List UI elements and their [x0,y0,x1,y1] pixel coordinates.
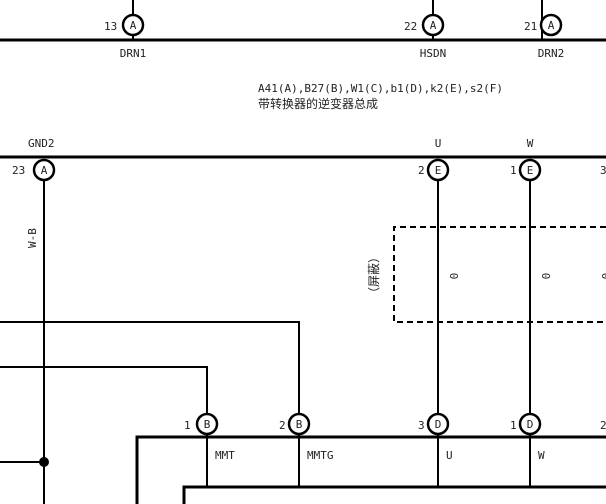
connector-letter: A [548,19,555,32]
bottom-connector-d1: 1 D [510,412,542,436]
signal-w-top: W [527,137,534,150]
shield-box [393,226,606,323]
signal-gnd2: GND2 [28,137,55,150]
connector-letter: A [41,164,48,177]
pin-number: 1 [184,419,191,432]
pin-number: 3 [418,419,425,432]
bottom-connector-d3: 3 D [418,412,450,436]
shield-value-w: 0 [540,273,553,280]
signal-mmtg: MMTG [307,449,334,462]
signal-u-bottom: U [446,449,453,462]
signal-w-bottom: W [538,449,545,462]
signal-u-top: U [435,137,442,150]
component-name: 带转换器的逆变器总成 [258,96,378,111]
pin-number: 1 [510,419,517,432]
bottom-connector-b1: 1 B [184,412,219,436]
connector-letter: B [204,418,211,431]
signal-drn1: DRN1 [120,47,147,60]
connector-letter: B [296,418,303,431]
shield-label: （屏蔽） [367,251,381,299]
mid-connector-e1: 1 E [510,158,542,182]
junction-dot [39,457,49,467]
bottom-connector-b2: 2 B [279,412,311,436]
signal-drn2: DRN2 [538,47,565,60]
module-outline-inner [182,485,606,504]
component-codes: A41(A),B27(B),W1(C),b1(D),k2(E),s2(F) [258,82,503,95]
mid-connector-a23: 23 A [12,158,56,182]
top-connector-a21: 21 A [524,13,563,37]
shield-value-u: 0 [448,273,461,280]
pin-number: 21 [524,20,537,33]
connector-letter: D [435,418,442,431]
mid-connector-e2: 2 E [418,158,450,182]
connector-letter: A [130,19,137,32]
top-connector-a13: 13 A [104,13,145,37]
pin-number: 1 [510,164,517,177]
shield-value-partial: 0 [600,273,606,280]
pin-number-partial-bottom: 2 [600,419,606,432]
pin-number: 23 [12,164,25,177]
signal-mmt: MMT [215,449,235,462]
pin-number: 2 [418,164,425,177]
pin-number-partial: 3 [600,164,606,177]
connector-letter: E [527,164,534,177]
wire-mmt [0,366,208,414]
wire-mmtg [0,321,300,414]
signal-hsdn: HSDN [420,47,447,60]
pin-number: 22 [404,20,417,33]
top-connector-a22: 22 A [404,13,445,37]
module-outline-outer [135,435,606,504]
wire-color-label: W-B [26,228,39,248]
connector-letter: E [435,164,442,177]
connector-letter: D [527,418,534,431]
pin-number: 2 [279,419,286,432]
pin-number: 13 [104,20,117,33]
connector-letter: A [430,19,437,32]
